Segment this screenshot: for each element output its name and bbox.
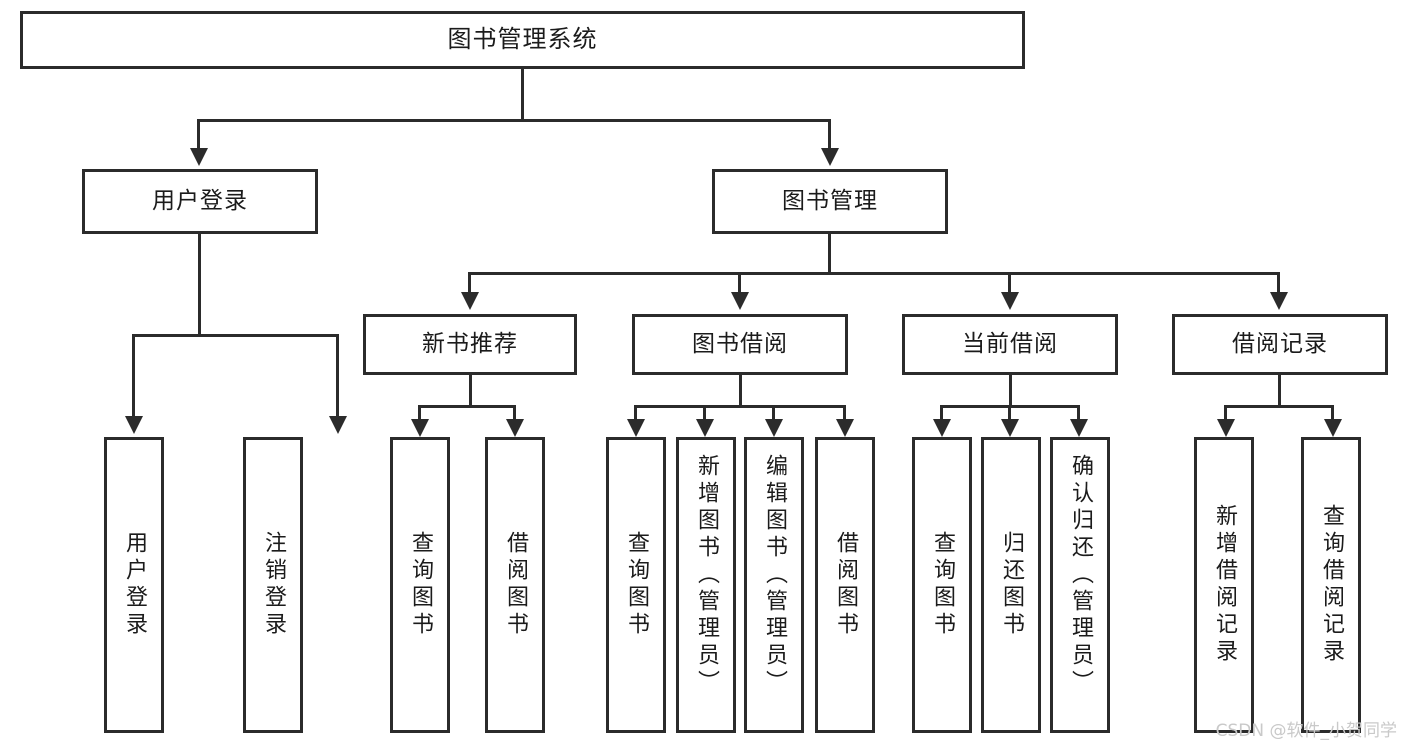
connector-borrow-record-to-add	[1224, 405, 1227, 421]
connector-book-manage-to-new-book	[468, 272, 471, 294]
node-label: 图书管理	[782, 188, 878, 215]
node-label: 图书借阅	[692, 331, 788, 358]
connector-borrow-record-bus	[1224, 405, 1334, 408]
leaf-label: 借阅图书	[503, 531, 528, 639]
arrow-book-borrow-to-edit	[765, 419, 783, 437]
connector-root-bus	[197, 119, 831, 122]
connector-book-borrow-to-edit	[772, 405, 775, 421]
connector-book-manage-to-current-borrow	[1008, 272, 1011, 294]
connector-book-manage-stem	[828, 234, 831, 274]
arrow-new-book-to-borrow	[506, 419, 524, 437]
arrow-book-manage-to-new-book	[461, 292, 479, 310]
connector-root-to-book-manage	[828, 119, 831, 150]
leaf-query-book-borrow[interactable]: 查询图书	[606, 437, 666, 733]
leaf-add-borrow-record[interactable]: 新增借阅记录	[1194, 437, 1254, 733]
leaf-label: 新增图书（管理员）	[694, 454, 719, 697]
connector-book-manage-to-book-borrow	[738, 272, 741, 294]
connector-new-book-stem	[469, 375, 472, 407]
connector-user-login-bus	[132, 334, 339, 337]
connector-book-borrow-stem	[739, 375, 742, 407]
leaf-label: 编辑图书（管理员）	[762, 454, 787, 697]
leaf-query-book-recommend[interactable]: 查询图书	[390, 437, 450, 733]
leaf-confirm-return-admin[interactable]: 确认归还（管理员）	[1050, 437, 1110, 733]
leaf-query-borrow-record[interactable]: 查询借阅记录	[1301, 437, 1361, 733]
leaf-return-book[interactable]: 归还图书	[981, 437, 1041, 733]
arrow-root-to-user-login	[190, 148, 208, 166]
connector-new-book-bus	[418, 405, 516, 408]
arrow-book-borrow-to-borrow	[836, 419, 854, 437]
node-new-book-recommend[interactable]: 新书推荐	[363, 314, 577, 375]
connector-user-login-to-leaf-logout	[336, 334, 339, 418]
connector-current-borrow-to-query	[940, 405, 943, 421]
connector-book-borrow-to-query	[634, 405, 637, 421]
arrow-root-to-book-manage	[821, 148, 839, 166]
node-label: 图书管理系统	[447, 25, 598, 54]
node-root-book-management-system[interactable]: 图书管理系统	[20, 11, 1025, 69]
connector-borrow-record-stem	[1278, 375, 1281, 407]
node-book-borrow[interactable]: 图书借阅	[632, 314, 848, 375]
leaf-edit-book-admin[interactable]: 编辑图书（管理员）	[744, 437, 804, 733]
leaf-user-logout[interactable]: 注销登录	[243, 437, 303, 733]
arrow-book-manage-to-book-borrow	[731, 292, 749, 310]
arrow-book-manage-to-current-borrow	[1001, 292, 1019, 310]
leaf-label: 确认归还（管理员）	[1068, 454, 1093, 697]
connector-book-borrow-to-add	[703, 405, 706, 421]
leaf-label: 用户登录	[122, 531, 147, 639]
arrow-current-borrow-to-query	[933, 419, 951, 437]
leaf-borrow-book-recommend[interactable]: 借阅图书	[485, 437, 545, 733]
connector-user-login-stem	[198, 234, 201, 336]
leaf-borrow-book-borrow[interactable]: 借阅图书	[815, 437, 875, 733]
connector-book-manage-to-borrow-record	[1277, 272, 1280, 294]
leaf-label: 借阅图书	[833, 531, 858, 639]
leaf-label: 查询图书	[930, 531, 955, 639]
arrow-borrow-record-to-query	[1324, 419, 1342, 437]
arrow-book-borrow-to-query	[627, 419, 645, 437]
leaf-label: 注销登录	[261, 531, 286, 639]
leaf-query-book-current[interactable]: 查询图书	[912, 437, 972, 733]
connector-root-stem	[521, 69, 524, 121]
leaf-user-login[interactable]: 用户登录	[104, 437, 164, 733]
arrow-user-login-to-leaf-login	[125, 416, 143, 434]
node-borrow-record[interactable]: 借阅记录	[1172, 314, 1388, 375]
csdn-watermark: CSDN @软件_小贺同学	[1215, 721, 1397, 741]
leaf-label: 查询图书	[408, 531, 433, 639]
connector-user-login-to-leaf-login	[132, 334, 135, 418]
connector-new-book-to-borrow	[513, 405, 516, 421]
leaf-add-book-admin[interactable]: 新增图书（管理员）	[676, 437, 736, 733]
connector-current-borrow-to-confirm	[1077, 405, 1080, 421]
connector-root-to-user-login	[197, 119, 200, 150]
node-current-borrow[interactable]: 当前借阅	[902, 314, 1118, 375]
leaf-label: 归还图书	[999, 531, 1024, 639]
node-user-login[interactable]: 用户登录	[82, 169, 318, 234]
arrow-book-manage-to-borrow-record	[1270, 292, 1288, 310]
node-label: 借阅记录	[1232, 331, 1328, 358]
connector-current-borrow-stem	[1009, 375, 1012, 407]
connector-book-borrow-bus	[634, 405, 846, 408]
connector-book-borrow-to-borrow	[843, 405, 846, 421]
leaf-label: 新增借阅记录	[1212, 504, 1237, 666]
arrow-user-login-to-leaf-logout	[329, 416, 347, 434]
node-label: 用户登录	[152, 188, 248, 215]
connector-book-manage-bus	[468, 272, 1280, 275]
node-label: 当前借阅	[962, 331, 1058, 358]
leaf-label: 查询借阅记录	[1319, 504, 1344, 666]
connector-current-borrow-to-return	[1008, 405, 1011, 421]
arrow-borrow-record-to-add	[1217, 419, 1235, 437]
connector-new-book-to-query	[418, 405, 421, 421]
arrow-book-borrow-to-add	[696, 419, 714, 437]
arrow-current-borrow-to-confirm	[1070, 419, 1088, 437]
arrow-new-book-to-query	[411, 419, 429, 437]
node-label: 新书推荐	[422, 331, 518, 358]
leaf-label: 查询图书	[624, 531, 649, 639]
arrow-current-borrow-to-return	[1001, 419, 1019, 437]
node-book-manage[interactable]: 图书管理	[712, 169, 948, 234]
connector-borrow-record-to-query	[1331, 405, 1334, 421]
